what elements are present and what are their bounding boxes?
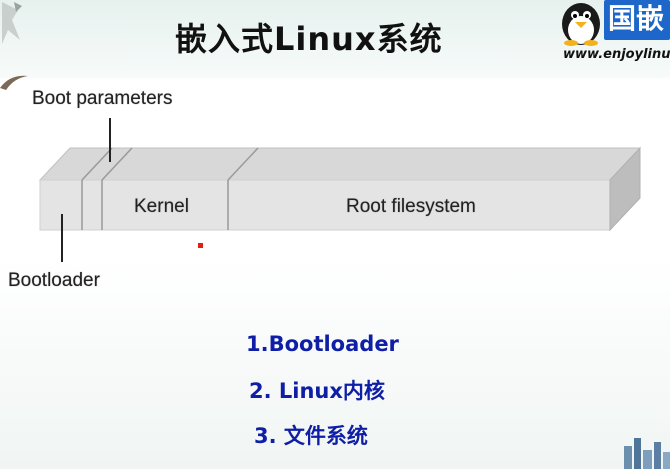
brand-logo: 国嵌 xyxy=(604,0,670,40)
seagull-icon xyxy=(2,2,22,44)
red-marker xyxy=(198,243,203,248)
boot-parameters-label: Boot parameters xyxy=(32,88,173,109)
kernel-label: Kernel xyxy=(134,196,189,217)
list-item-1: 1.Bootloader xyxy=(246,332,399,356)
root-filesystem-label: Root filesystem xyxy=(346,196,476,217)
boot-layout-diagram xyxy=(38,118,642,262)
header-band xyxy=(0,0,670,78)
bootloader-label: Bootloader xyxy=(8,270,100,291)
list-item-2: 2. Linux内核 xyxy=(249,379,385,403)
penguin-logo-icon xyxy=(562,3,600,46)
seagull-small-icon xyxy=(0,75,28,90)
site-url: www.enjoylinux xyxy=(563,47,670,62)
slide-title: 嵌入式Linux系统 xyxy=(175,20,443,58)
list-item-3: 3. 文件系统 xyxy=(254,424,368,448)
city-skyline-icon xyxy=(624,438,670,469)
